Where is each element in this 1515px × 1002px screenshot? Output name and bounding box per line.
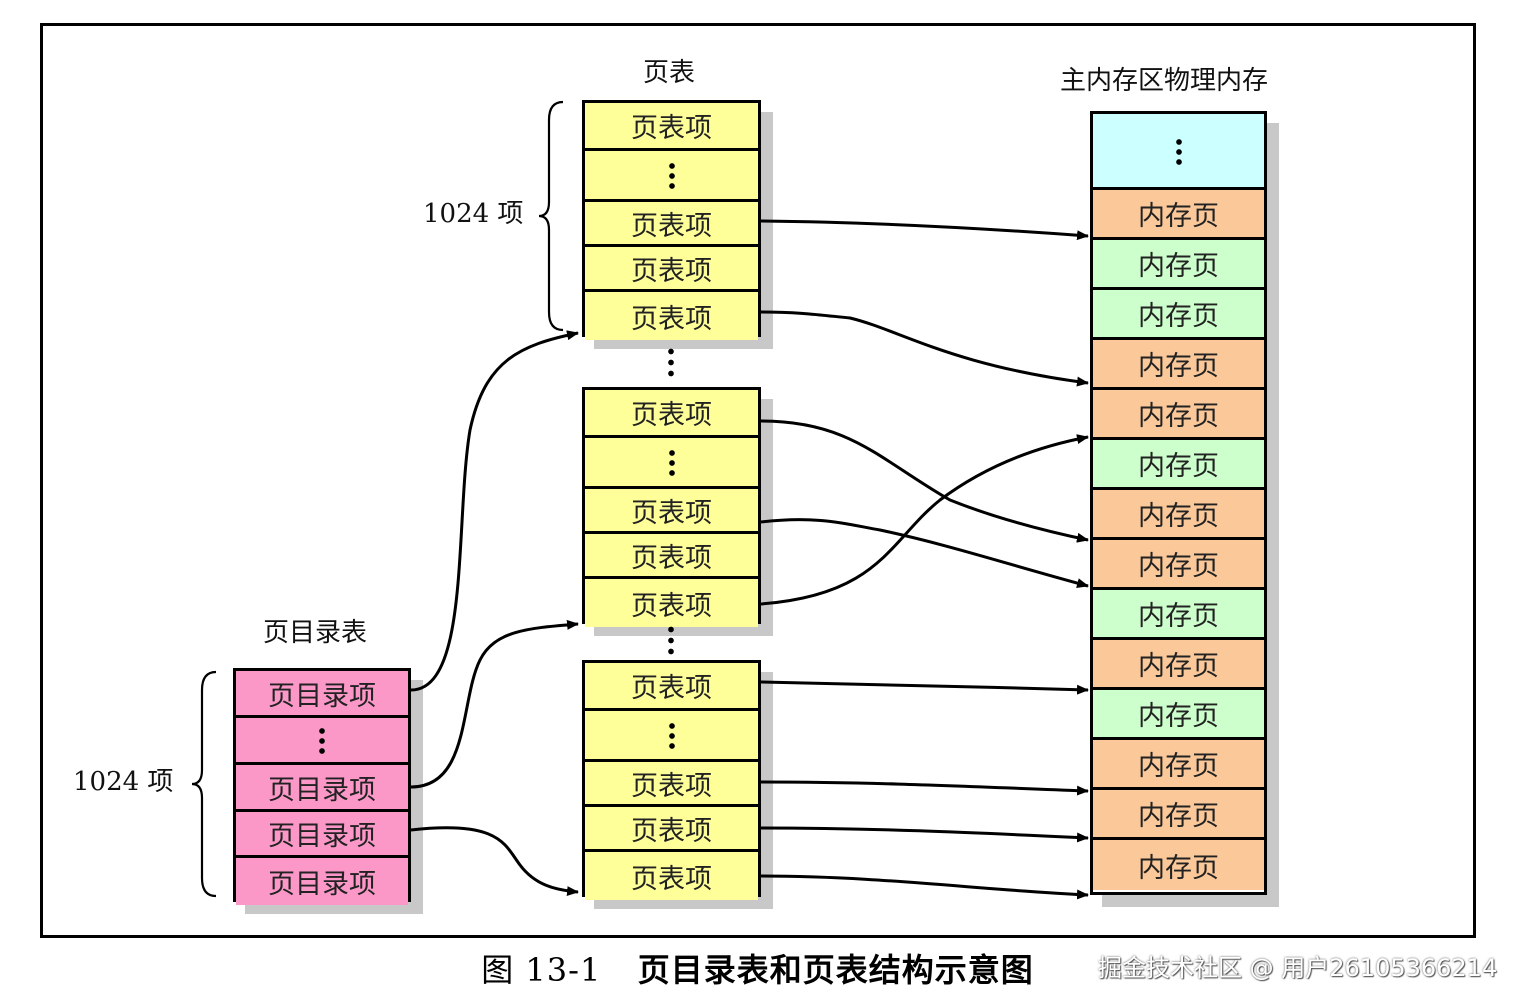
watermark-text: 掘金技术社区 @ 用户26105366214 bbox=[1098, 954, 1498, 982]
page-table-gap-dots-1 bbox=[668, 346, 674, 378]
physical-memory-title: 主内存区物理内存 bbox=[1060, 66, 1269, 96]
page-table-entry-row: 页表项 bbox=[585, 762, 758, 807]
vertical-ellipsis bbox=[1175, 136, 1182, 165]
memory-page-row: 内存页 bbox=[1093, 790, 1264, 840]
page-table-entry-ellipsis-row bbox=[585, 438, 758, 489]
page-directory-count-label: 1024 项 bbox=[73, 767, 174, 797]
page-table-count-label: 1024 项 bbox=[423, 199, 524, 229]
pointer-arrow bbox=[760, 419, 1089, 543]
memory-page-row: 内存页 bbox=[1093, 590, 1264, 640]
page-directory-entry-row: 页目录项 bbox=[236, 765, 408, 812]
pointer-arrow bbox=[760, 434, 1089, 606]
page-table-entry-ellipsis-row bbox=[585, 151, 758, 202]
memory-page-row: 内存页 bbox=[1093, 440, 1264, 490]
memory-page-row: 内存页 bbox=[1093, 640, 1264, 690]
memory-page-row: 内存页 bbox=[1093, 240, 1264, 290]
vertical-ellipsis bbox=[319, 726, 325, 754]
page-table-entry-row: 页表项 bbox=[585, 202, 758, 247]
memory-page-row: 内存页 bbox=[1093, 290, 1264, 340]
figure-caption: 图 13-1 页目录表和页表结构示意图 bbox=[0, 945, 1515, 991]
pointer-arrow bbox=[760, 680, 1089, 695]
vertical-ellipsis bbox=[668, 161, 675, 189]
pointer-arrow bbox=[760, 826, 1089, 843]
page-table-title: 页表 bbox=[643, 58, 696, 88]
brace bbox=[191, 670, 217, 898]
page-table-entry-row: 页表项 bbox=[585, 247, 758, 292]
pointer-arrow bbox=[760, 310, 1089, 387]
diagram-frame bbox=[40, 23, 1476, 938]
page-table-entry-row: 页表项 bbox=[585, 390, 758, 438]
page-table-entry-row: 页表项 bbox=[585, 852, 758, 900]
page-directory-entry-row: 页目录项 bbox=[236, 812, 408, 858]
pointer-arrow bbox=[410, 330, 579, 692]
page-table-entry-ellipsis-row bbox=[585, 711, 758, 762]
pointer-arrow bbox=[410, 619, 579, 789]
memory-page-row: 内存页 bbox=[1093, 840, 1264, 890]
page-table-entry-row: 页表项 bbox=[585, 534, 758, 579]
page-table-entry-row: 页表项 bbox=[585, 663, 758, 711]
page-table-entry-row: 页表项 bbox=[585, 103, 758, 151]
page-directory-table: 页目录项页目录项页目录项页目录项 bbox=[233, 668, 411, 905]
memory-page-row: 内存页 bbox=[1093, 540, 1264, 590]
figure-title: 页目录表和页表结构示意图 bbox=[637, 951, 1034, 989]
page-table-entry-row: 页表项 bbox=[585, 292, 758, 340]
memory-page-row: 内存页 bbox=[1093, 390, 1264, 440]
page-directory-entry-row: 页目录项 bbox=[236, 858, 408, 905]
page-table-entry-row: 页表项 bbox=[585, 489, 758, 534]
memory-page-row: 内存页 bbox=[1093, 490, 1264, 540]
pointer-arrow bbox=[760, 219, 1089, 241]
memory-page-ellipsis-row bbox=[1093, 114, 1264, 190]
page-table-2: 页表项页表项页表项页表项 bbox=[582, 387, 761, 627]
vertical-ellipsis bbox=[668, 448, 675, 476]
memory-page-row: 内存页 bbox=[1093, 690, 1264, 740]
pointer-arrow bbox=[760, 780, 1089, 796]
memory-page-row: 内存页 bbox=[1093, 190, 1264, 240]
page-table-entry-row: 页表项 bbox=[585, 807, 758, 852]
vertical-ellipsis bbox=[668, 721, 675, 749]
page-directory-entry-ellipsis-row bbox=[236, 718, 408, 765]
page-directory-title: 页目录表 bbox=[263, 618, 368, 648]
page-table-1: 页表项页表项页表项页表项 bbox=[582, 100, 761, 340]
memory-page-row: 内存页 bbox=[1093, 740, 1264, 790]
page-directory-entry-row: 页目录项 bbox=[236, 671, 408, 718]
page-table-entry-row: 页表项 bbox=[585, 579, 758, 627]
page-table-3: 页表项页表项页表项页表项 bbox=[582, 660, 761, 900]
pointer-arrow bbox=[760, 518, 1089, 588]
pointer-arrow bbox=[760, 874, 1089, 900]
memory-page-row: 内存页 bbox=[1093, 340, 1264, 390]
figure-number: 图 13-1 bbox=[481, 951, 602, 989]
page-table-gap-dots-2 bbox=[668, 624, 674, 656]
pointer-arrow bbox=[410, 826, 579, 897]
physical-memory-column: 内存页内存页内存页内存页内存页内存页内存页内存页内存页内存页内存页内存页内存页内… bbox=[1090, 111, 1267, 895]
brace bbox=[538, 100, 564, 332]
